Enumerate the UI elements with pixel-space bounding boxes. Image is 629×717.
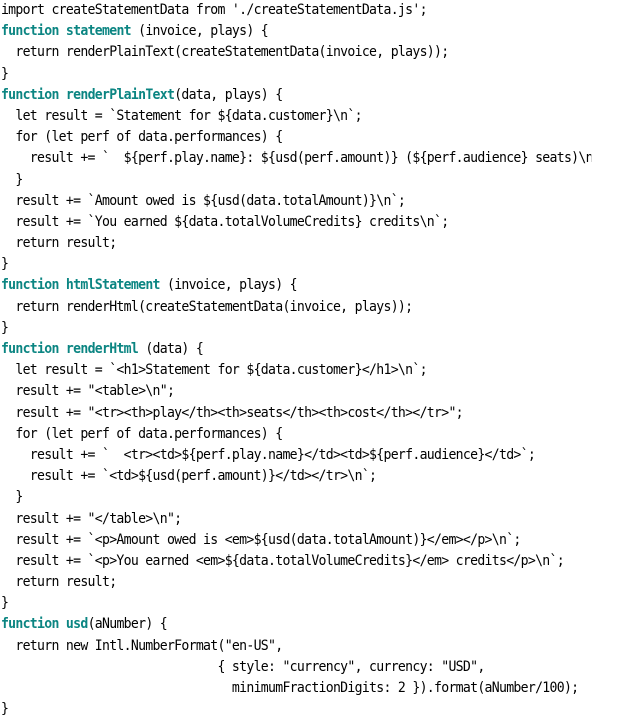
- code-token: }: [0, 256, 9, 273]
- code-line: for (let perf of data.performances) {: [1, 424, 591, 445]
- code-token: result += ` ${perf.play.name}: ${usd(per…: [0, 150, 592, 167]
- code-line: }: [1, 318, 591, 339]
- code-token: result += `You earned ${data.totalVolume…: [0, 213, 449, 230]
- code-token: (invoice, plays) {: [159, 277, 298, 294]
- code-token: result += ` <tr><td>${perf.play.name}</t…: [0, 446, 536, 463]
- code-token: result += `Amount owed is ${usd(data.tot…: [0, 192, 406, 209]
- code-line: return renderHtml(createStatementData(in…: [1, 297, 591, 318]
- code-line: }: [1, 699, 591, 717]
- keyword-token: function: [0, 86, 59, 103]
- code-line: }: [1, 254, 591, 275]
- code-line: { style: "currency", currency: "USD",: [1, 657, 591, 678]
- keyword-token: function: [0, 616, 59, 633]
- code-line: result += `Amount owed is ${usd(data.tot…: [1, 191, 591, 212]
- code-token: for (let perf of data.performances) {: [0, 425, 283, 442]
- code-line: minimumFractionDigits: 2 }).format(aNumb…: [1, 678, 591, 699]
- code-line: return result;: [1, 572, 591, 593]
- code-line: }: [1, 64, 591, 85]
- code-token: (invoice, plays) {: [130, 23, 269, 40]
- code-line: return result;: [1, 233, 591, 254]
- code-token: }: [0, 489, 23, 506]
- code-line: result += "<table>\n";: [1, 381, 591, 402]
- function-name-token: usd: [65, 616, 88, 633]
- code-token: { style: "currency", currency: "USD",: [0, 658, 485, 675]
- code-line: result += "<tr><th>play</th><th>seats</t…: [1, 403, 591, 424]
- code-line: function statement (invoice, plays) {: [1, 21, 591, 42]
- code-token: for (let perf of data.performances) {: [0, 129, 283, 146]
- code-line: }: [1, 487, 591, 508]
- code-line: result += "</table>\n";: [1, 509, 591, 530]
- code-line: function renderPlainText(data, plays) {: [1, 85, 591, 106]
- code-token: result += `<p>You earned <em>${data.tota…: [0, 552, 564, 569]
- code-token: }: [0, 319, 9, 336]
- code-token: let result = `<h1>Statement for ${data.c…: [0, 362, 427, 379]
- function-name-token: renderHtml: [65, 341, 139, 357]
- code-line: result += `<p>You earned <em>${data.tota…: [1, 551, 591, 572]
- code-line: function usd(aNumber) {: [1, 614, 591, 635]
- code-token: result += "</table>\n";: [0, 510, 182, 527]
- code-token: result += "<tr><th>play</th><th>seats</t…: [0, 404, 463, 421]
- function-name-token: statement: [65, 23, 132, 40]
- code-token: result += "<table>\n";: [0, 383, 175, 400]
- code-token: }: [0, 65, 9, 82]
- keyword-token: function: [0, 277, 59, 294]
- code-token: (data) {: [138, 341, 204, 357]
- code-line: let result = `Statement for ${data.custo…: [1, 106, 591, 127]
- code-token: minimumFractionDigits: 2 }).format(aNumb…: [0, 680, 579, 696]
- code-token: }: [0, 701, 9, 717]
- code-line: function renderHtml (data) {: [1, 339, 591, 360]
- function-name-token: renderPlainText: [65, 86, 175, 103]
- function-name-token: htmlStatement: [65, 277, 161, 294]
- keyword-token: function: [0, 341, 59, 357]
- code-token: return renderPlainText(createStatementDa…: [0, 44, 449, 61]
- code-line: import createStatementData from './creat…: [1, 0, 591, 21]
- code-line: return new Intl.NumberFormat("en-US",: [1, 636, 591, 657]
- code-token: import createStatementData from './creat…: [0, 2, 428, 18]
- code-line: let result = `<h1>Statement for ${data.c…: [1, 360, 591, 381]
- code-token: (aNumber) {: [87, 616, 168, 633]
- code-line: result += ` ${perf.play.name}: ${usd(per…: [1, 148, 591, 169]
- code-token: return new Intl.NumberFormat("en-US",: [0, 637, 283, 654]
- code-token: }: [0, 595, 9, 612]
- code-token: let result = `Statement for ${data.custo…: [0, 107, 362, 124]
- code-token: return result;: [0, 574, 117, 591]
- code-line: }: [1, 170, 591, 191]
- keyword-token: function: [0, 23, 59, 40]
- code-line: result += `You earned ${data.totalVolume…: [1, 212, 591, 233]
- code-token: }: [0, 171, 23, 188]
- code-token: return renderHtml(createStatementData(in…: [0, 298, 413, 315]
- code-token: (data, plays) {: [174, 86, 283, 103]
- code-line: for (let perf of data.performances) {: [1, 127, 591, 148]
- code-token: result += `<p>Amount owed is <em>${usd(d…: [0, 531, 521, 548]
- code-line: }: [1, 593, 591, 614]
- code-view: import createStatementData from './creat…: [1, 0, 591, 717]
- code-line: function htmlStatement (invoice, plays) …: [1, 275, 591, 296]
- code-line: return renderPlainText(createStatementDa…: [1, 42, 591, 63]
- code-line: result += ` <tr><td>${perf.play.name}</t…: [1, 445, 591, 466]
- code-token: result += `<td>${usd(perf.amount)}</td><…: [0, 468, 377, 485]
- code-line: result += `<td>${usd(perf.amount)}</td><…: [1, 466, 591, 487]
- code-token: return result;: [0, 235, 117, 252]
- code-line: result += `<p>Amount owed is <em>${usd(d…: [1, 530, 591, 551]
